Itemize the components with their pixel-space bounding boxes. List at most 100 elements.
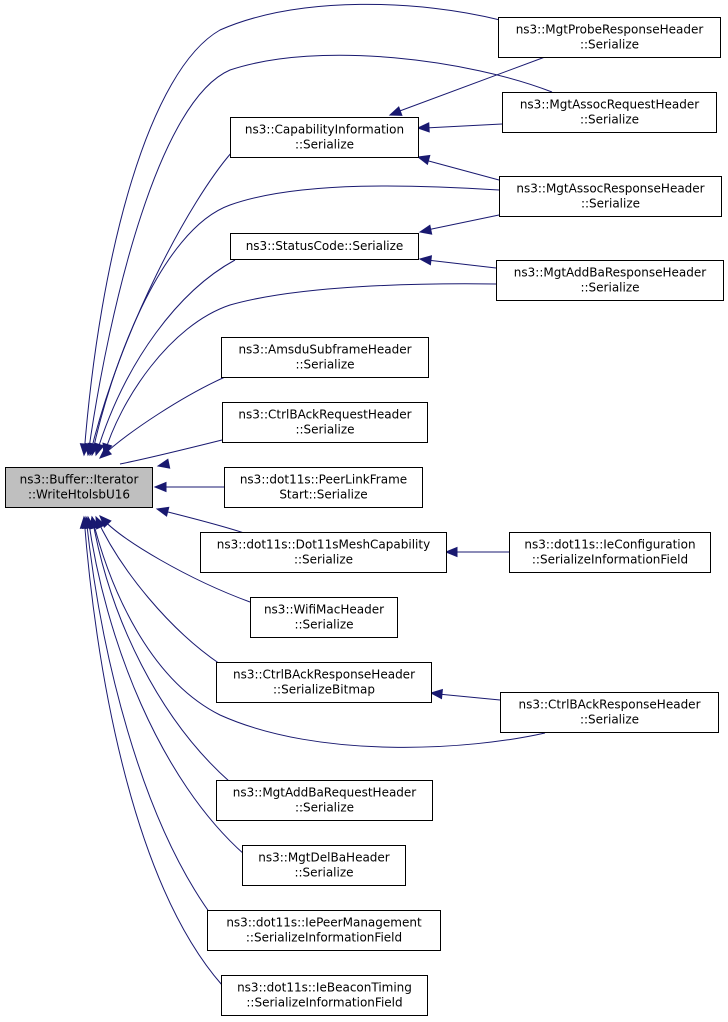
edge-meshcap-to-root [155,506,245,534]
node-label-line: ::SerializeInformationField [246,996,402,1010]
edge-wifimac-to-root [99,515,251,603]
node-wifimac[interactable]: ns3::WifiMacHeader::Serialize [250,597,398,638]
arrowhead [102,442,113,457]
node-box [222,402,428,443]
nodes-layer: ns3::Buffer::Iterator::WriteHtolsbU16ns3… [5,17,724,1016]
edge-assocresp-to-cap [416,154,500,181]
node-label-line: ::WriteHtolsbU16 [28,488,130,502]
node-ctrlresp[interactable]: ns3::CtrlBAckResponseHeader::Serialize [500,692,719,733]
node-label-line: ::Serialize [580,38,639,52]
edge-line [424,123,503,129]
node-label-line: ::Serialize [295,423,354,437]
edge-ctrlresp-to-ctrlresp_bitmap [429,688,501,701]
node-addbaresp[interactable]: ns3::MgtAddBaResponseHeader::Serialize [496,260,724,301]
edge-line [89,151,233,456]
node-label-line: ns3::CtrlBAckResponseHeader [518,698,700,712]
node-label-line: ::Serialize [580,713,639,727]
node-box [502,92,717,133]
node-label-line: ns3::CapabilityInformation [245,123,404,137]
arrowhead [388,106,403,116]
node-box [509,532,711,573]
node-label-line: ns3::MgtAssocRequestHeader [520,98,699,112]
edge-line [426,214,500,231]
node-delba[interactable]: ns3::MgtDelBaHeader::Serialize [242,845,406,886]
node-box [200,532,447,573]
node-label-line: ns3::dot11s::PeerLinkFrame [240,473,407,487]
edge-line [83,516,223,986]
node-beacontiming[interactable]: ns3::dot11s::IeBeaconTiming::SerializeIn… [221,975,428,1016]
node-root[interactable]: ns3::Buffer::Iterator::WriteHtolsbU16 [5,467,153,508]
node-meshcap[interactable]: ns3::dot11s::Dot11sMeshCapability::Seria… [200,532,447,573]
node-box [230,233,419,260]
edge-ieconfig-to-meshcap [444,546,509,558]
node-label-line: ::SerializeInformationField [246,931,402,945]
node-label-line: ::SerializeInformationField [532,553,688,567]
arrowhead [155,506,170,517]
node-addbareq[interactable]: ns3::MgtAddBaRequestHeader::Serialize [216,780,433,821]
edge-line [99,515,251,603]
edge-line [91,516,546,748]
node-box [221,337,429,378]
edge-line [87,54,553,456]
edge-peermgmt-to-root [82,515,216,921]
node-ieconfig[interactable]: ns3::dot11s::IeConfiguration::SerializeI… [509,532,711,573]
node-label-line: ::Serialize [295,138,354,152]
edge-probe-to-cap [388,56,546,116]
edge-addbaresp-to-status [418,255,497,269]
node-status[interactable]: ns3::StatusCode::Serialize [230,233,419,260]
edge-line [87,516,246,856]
node-box [5,467,153,508]
edge-ctrlresp-to-root [89,515,546,748]
arrowhead [99,515,112,528]
arrowhead [418,224,433,235]
node-label-line: ns3::MgtAddBaResponseHeader [514,266,706,280]
arrowhead [416,154,431,166]
node-assocresp[interactable]: ns3::MgtAssocResponseHeader::Serialize [499,176,722,217]
node-label-line: ns3::CtrlBAckResponseHeader [233,668,415,682]
node-box [250,597,398,638]
node-label-line: ::Serialize [581,197,640,211]
node-box [500,692,719,733]
node-ctrlreq[interactable]: ns3::CtrlBAckRequestHeader::Serialize [222,402,428,443]
node-label-line: ns3::dot11s::IePeerManagement [226,916,422,930]
arrowhead [156,458,171,469]
node-label-line: Start::Serialize [279,488,367,502]
node-amsdu[interactable]: ns3::AmsduSubframeHeader::Serialize [221,337,429,378]
edge-line [424,159,500,181]
node-label-line: ::Serialize [295,801,354,815]
node-peerlink[interactable]: ns3::dot11s::PeerLinkFrameStart::Seriali… [224,467,423,508]
node-label-line: ns3::dot11s::IeBeaconTiming [237,981,412,995]
edge-line [85,516,216,921]
edge-line [426,259,497,269]
edge-cap-to-root [87,151,233,457]
node-peermgmt[interactable]: ns3::dot11s::IePeerManagement::Serialize… [207,910,441,951]
node-label-line: ::Serialize [294,553,353,567]
node-label-line: ns3::StatusCode::Serialize [246,239,404,253]
node-label-line: ns3::AmsduSubframeHeader [238,343,411,357]
node-label-line: ns3::MgtAddBaRequestHeader [233,786,417,800]
node-box [221,975,428,1016]
arrowhead [444,546,458,558]
arrowhead [429,688,443,700]
node-label-line: ::Serialize [580,281,639,295]
node-ctrlresp_bitmap[interactable]: ns3::CtrlBAckResponseHeader::SerializeBi… [216,662,432,703]
node-box [498,17,721,58]
arrowhead [416,122,430,133]
arrowhead [153,481,167,493]
edge-line [91,185,500,456]
edges-layer [79,3,553,986]
node-label-line: ns3::Buffer::Iterator [20,473,139,487]
edge-assocreq-to-cap [416,122,503,133]
node-label-line: ::Serialize [295,358,354,372]
edge-line [91,516,231,783]
node-box [216,780,433,821]
node-probe[interactable]: ns3::MgtProbeResponseHeader::Serialize [498,17,721,58]
edge-line [83,3,501,456]
edge-line [103,283,497,456]
node-label-line: ns3::MgtProbeResponseHeader [516,23,704,37]
node-assocreq[interactable]: ns3::MgtAssocRequestHeader::Serialize [502,92,717,133]
edge-line [99,376,226,459]
node-cap[interactable]: ns3::CapabilityInformation::Serialize [230,117,419,158]
node-label-line: ns3::MgtAssocResponseHeader [516,182,704,196]
